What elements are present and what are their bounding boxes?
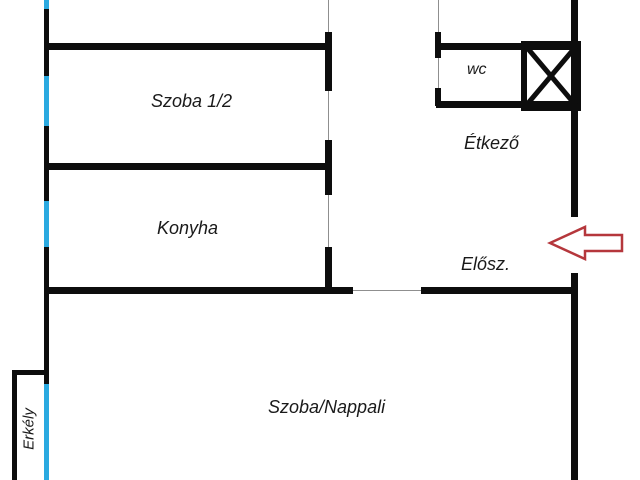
wall-nappali-top-right <box>421 287 578 294</box>
wall-mid-1 <box>325 32 332 91</box>
wall-balcony-top <box>12 370 48 375</box>
door-opening-szoba12 <box>328 91 329 140</box>
door-opening-konyha <box>328 195 329 247</box>
thin-line-mid-top <box>328 0 329 32</box>
window-segment-left-3 <box>44 201 49 247</box>
room-label-wc: wc <box>467 61 487 78</box>
window-segment-left-2 <box>44 76 49 126</box>
room-label-elosz: Elősz. <box>461 254 511 274</box>
room-label-szoba12: Szoba 1/2 <box>151 91 233 111</box>
wall-balcony-left <box>12 370 17 480</box>
entrance-arrow-icon <box>546 225 624 261</box>
wall-szoba12-top <box>46 43 332 50</box>
window-segment-left-1 <box>44 0 49 9</box>
room-label-nappali: Szoba/Nappali <box>268 397 386 417</box>
room-label-konyha: Konyha <box>157 218 219 238</box>
door-opening-nappali <box>353 290 421 291</box>
wall-nappali-top-left <box>46 287 353 294</box>
wall-left-upper-1 <box>44 9 49 76</box>
wall-szoba12-konyha-divider <box>46 163 332 170</box>
room-label-erkely: Erkély <box>20 408 38 450</box>
window-segment-left-4 <box>44 384 49 480</box>
door-opening-wc <box>438 58 439 88</box>
thin-line-wc-top <box>438 0 439 32</box>
shaft-box-icon <box>521 41 581 111</box>
room-label-etkezo: Étkező <box>464 133 520 153</box>
wall-wc-top <box>436 43 578 50</box>
wall-left-lower <box>44 247 49 384</box>
wall-wc-bottom <box>436 101 578 108</box>
wall-mid-3 <box>325 247 332 293</box>
wall-wc-left-2 <box>435 88 441 106</box>
wall-right-lower <box>571 273 578 480</box>
